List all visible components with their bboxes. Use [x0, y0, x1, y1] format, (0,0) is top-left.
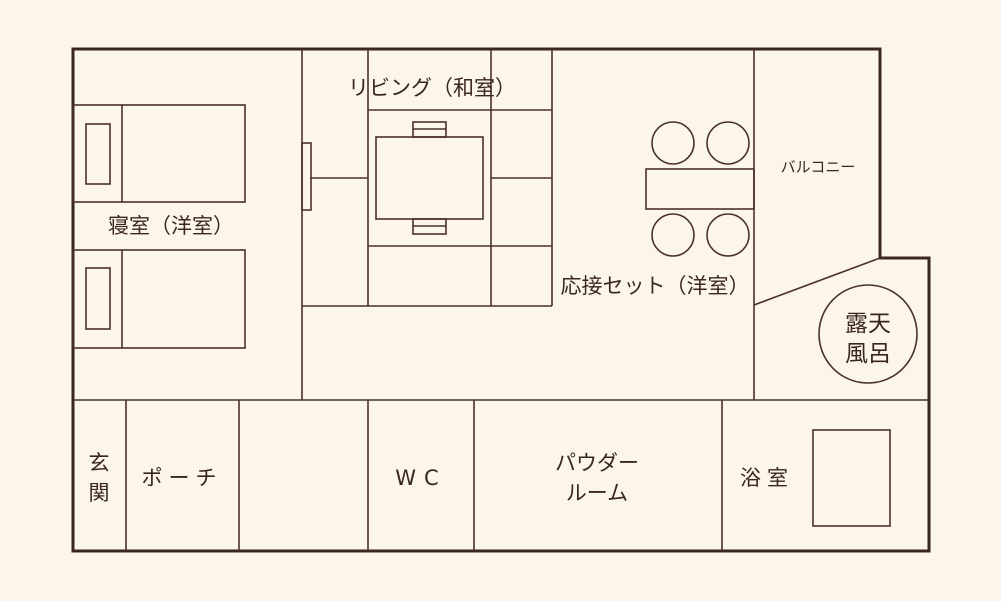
- room-label-living: リビング（和室）: [348, 76, 516, 100]
- balcony-rail: [753, 257, 881, 306]
- room-label-powder-room-line1: パウダー: [555, 451, 639, 475]
- room-label-entrance-line2: 関: [89, 481, 110, 505]
- room-label-porch: ポーチ: [142, 466, 223, 490]
- room-label-wc: WC: [395, 466, 446, 490]
- bathtub: [812, 429, 891, 527]
- reception-set: [645, 121, 755, 257]
- tatami-grid: [310, 49, 552, 306]
- room-label-bedroom: 寝室（洋室）: [108, 214, 234, 238]
- bed: [72, 249, 246, 349]
- room-label-reception: 応接セット（洋室）: [561, 274, 750, 298]
- room-label-balcony: バルコニー: [781, 158, 856, 176]
- bed: [72, 104, 246, 203]
- alcove-shelf: [301, 142, 312, 211]
- open-air-bath-tub: [818, 284, 918, 384]
- outer-wall: [71, 47, 931, 553]
- room-label-powder-room-line2: ルーム: [566, 481, 628, 505]
- room-label-open-air-bath-line2: 風呂: [845, 341, 891, 367]
- room-label-bathroom: 浴室: [740, 466, 794, 490]
- room-label-entrance-line1: 玄: [89, 451, 110, 475]
- low-table: [375, 121, 484, 235]
- room-label-open-air-bath-line1: 露天: [845, 311, 891, 337]
